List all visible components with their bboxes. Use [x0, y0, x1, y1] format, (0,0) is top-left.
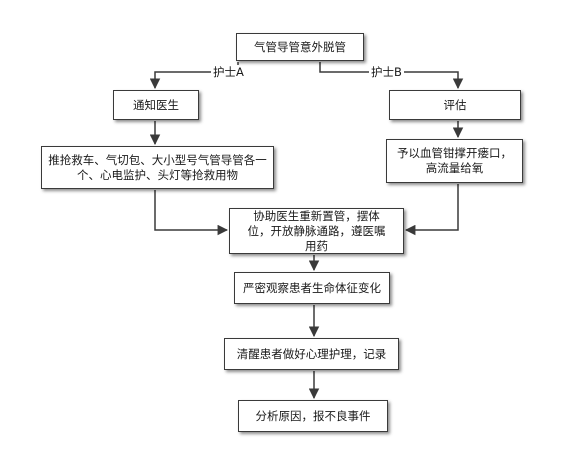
node-dilate-oxygen: 予以血管钳撑开瘘口，高流量给氧: [386, 139, 523, 183]
node-notify-doctor: 通知医生: [113, 90, 199, 120]
node-observe-vitals: 严密观察患者生命体征变化: [234, 272, 390, 304]
edge-label-nurse-b: 护士B: [369, 65, 404, 79]
node-psych-care: 清醒患者做好心理护理，记录: [224, 338, 399, 370]
edge-dilate-to-assist: [404, 184, 459, 236]
node-equipment: 推抢救车、气切包、大小型号气管导管各一个、心电监护、头灯等抢救用物: [41, 146, 274, 189]
edge-equipment-to-assist: [154, 190, 229, 236]
node-assess: 评估: [389, 90, 521, 120]
edge-label-nurse-a: 护士A: [211, 65, 246, 79]
node-start: 气管导管意外脱管: [236, 33, 364, 61]
node-assist-reintubate: 协助医生重新置管，摆体位，开放静脉通路，遵医嘱用药: [229, 208, 404, 254]
node-analyze-report: 分析原因，报不良事件: [238, 400, 388, 432]
